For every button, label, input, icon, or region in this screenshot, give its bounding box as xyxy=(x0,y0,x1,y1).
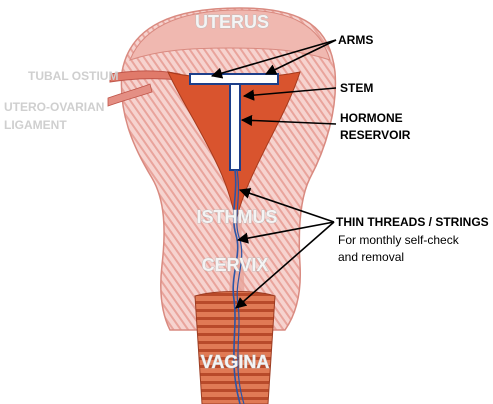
stem-label: STEM xyxy=(340,81,373,95)
utero-ovarian-label-line1: UTERO-OVARIAN xyxy=(4,100,104,114)
hormone-reservoir-label-line1: HORMONE xyxy=(340,111,403,125)
threads-note-line1: For monthly self-check xyxy=(338,233,460,247)
threads-label: THIN THREADS / STRINGS xyxy=(336,215,489,229)
tubal-ostium-label: TUBAL OSTIUM xyxy=(28,69,118,83)
isthmus-label: ISTHMUS xyxy=(197,207,278,227)
vagina-label: VAGINA xyxy=(201,352,270,372)
iud-arms xyxy=(190,74,278,84)
arms-label: ARMS xyxy=(338,33,373,47)
threads-note-line2: and removal xyxy=(338,250,404,264)
hormone-reservoir-label-line2: RESERVOIR xyxy=(340,128,411,142)
cervix-label: CERVIX xyxy=(202,255,269,275)
uterus-label: UTERUS xyxy=(195,12,269,32)
iud-stem xyxy=(230,84,240,170)
utero-ovarian-label-line2: LIGAMENT xyxy=(4,118,67,132)
